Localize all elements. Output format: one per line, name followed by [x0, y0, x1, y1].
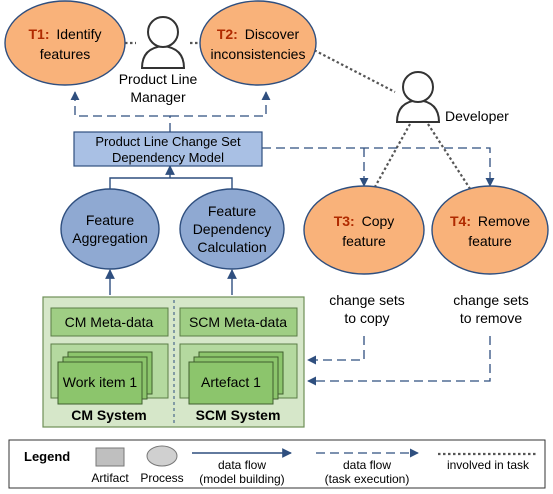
cm-meta-data[interactable]: CM Meta-data: [50, 307, 169, 337]
cm-work-items-stack[interactable]: Work item 1: [50, 343, 169, 405]
task-t1-line2: features: [40, 46, 91, 62]
task-t3-line1: Copy: [362, 213, 395, 229]
legend-involved-label: involved in task: [447, 458, 530, 472]
remove-flow-line1: change sets: [453, 292, 529, 308]
cm-work-item-label: Work item 1: [63, 374, 138, 390]
process-feature-dependency[interactable]: Feature Dependency Calculation: [179, 188, 285, 270]
scm-artefacts-stack[interactable]: Artefact 1: [179, 343, 298, 405]
svg-text:T1: Identify: T1: Identify: [28, 26, 101, 42]
legend-build-line2: (model building): [199, 472, 284, 486]
task-t4[interactable]: T4: Remove feature: [431, 185, 549, 275]
legend-artifact-label: Artifact: [91, 471, 129, 485]
task-t3[interactable]: T3: Copy feature: [303, 185, 425, 275]
process-feature-aggregation[interactable]: Feature Aggregation: [60, 188, 160, 270]
task-t4-line2: feature: [468, 233, 512, 249]
legend-artifact-swatch: [95, 447, 125, 467]
model-building-flows: [105, 165, 237, 295]
manager-label-line1: Product Line: [119, 71, 198, 87]
dependency-line1: Feature: [208, 203, 256, 219]
dependency-line2: Dependency: [193, 221, 272, 237]
manager-label-line2: Manager: [130, 89, 186, 105]
legend-build-line1: data flow: [218, 458, 266, 472]
task-t3-line2: feature: [342, 233, 386, 249]
cm-system-label: CM System: [71, 407, 146, 423]
task-t2-line2: inconsistencies: [211, 46, 306, 62]
task-t2[interactable]: T2: Discover inconsistencies: [199, 0, 317, 86]
task-t1[interactable]: T1: Identify features: [4, 0, 126, 86]
scm-meta-data[interactable]: SCM Meta-data: [179, 307, 298, 337]
task-t1-id: T1:: [28, 26, 49, 42]
legend: Legend Artifact Process data flow (model…: [8, 439, 546, 489]
svg-text:CM Meta-data: CM Meta-data: [65, 314, 154, 330]
aggregation-line1: Feature: [86, 212, 134, 228]
legend-title: Legend: [24, 449, 70, 464]
dependency-line3: Calculation: [197, 239, 266, 255]
legend-exec-line1: data flow: [343, 458, 391, 472]
copy-flow-line1: change sets: [329, 292, 405, 308]
task-t4-line1: Remove: [478, 213, 530, 229]
task-t2-id: T2:: [217, 26, 238, 42]
task-execution-flows: [70, 91, 495, 386]
svg-text:T2: Discover: T2: Discover: [217, 26, 300, 42]
model-line2: Dependency Model: [112, 150, 224, 165]
svg-text:SCM Meta-data: SCM Meta-data: [189, 314, 287, 330]
legend-process-swatch: [146, 445, 178, 467]
scm-system-label: SCM System: [196, 407, 281, 423]
model-line1: Product Line Change Set: [95, 134, 241, 149]
scm-artefact-label: Artefact 1: [201, 374, 261, 390]
developer-person-icon: [395, 71, 441, 123]
legend-exec-line2: (task execution): [325, 472, 410, 486]
aggregation-line2: Aggregation: [72, 230, 148, 246]
dependency-model-box[interactable]: Product Line Change Set Dependency Model: [73, 131, 263, 167]
svg-text:T3: Copy: T3: Copy: [334, 213, 395, 229]
developer-label: Developer: [445, 108, 509, 124]
copy-flow-line2: to copy: [344, 310, 389, 326]
manager-person-icon: [140, 16, 186, 69]
svg-text:T4: Remove: T4: Remove: [450, 213, 530, 229]
task-t4-id: T4:: [450, 213, 471, 229]
task-t3-id: T3:: [334, 213, 355, 229]
legend-process-label: Process: [140, 471, 183, 485]
task-t2-line1: Discover: [245, 26, 300, 42]
task-t1-line1: Identify: [56, 26, 101, 42]
remove-flow-line2: to remove: [460, 310, 522, 326]
